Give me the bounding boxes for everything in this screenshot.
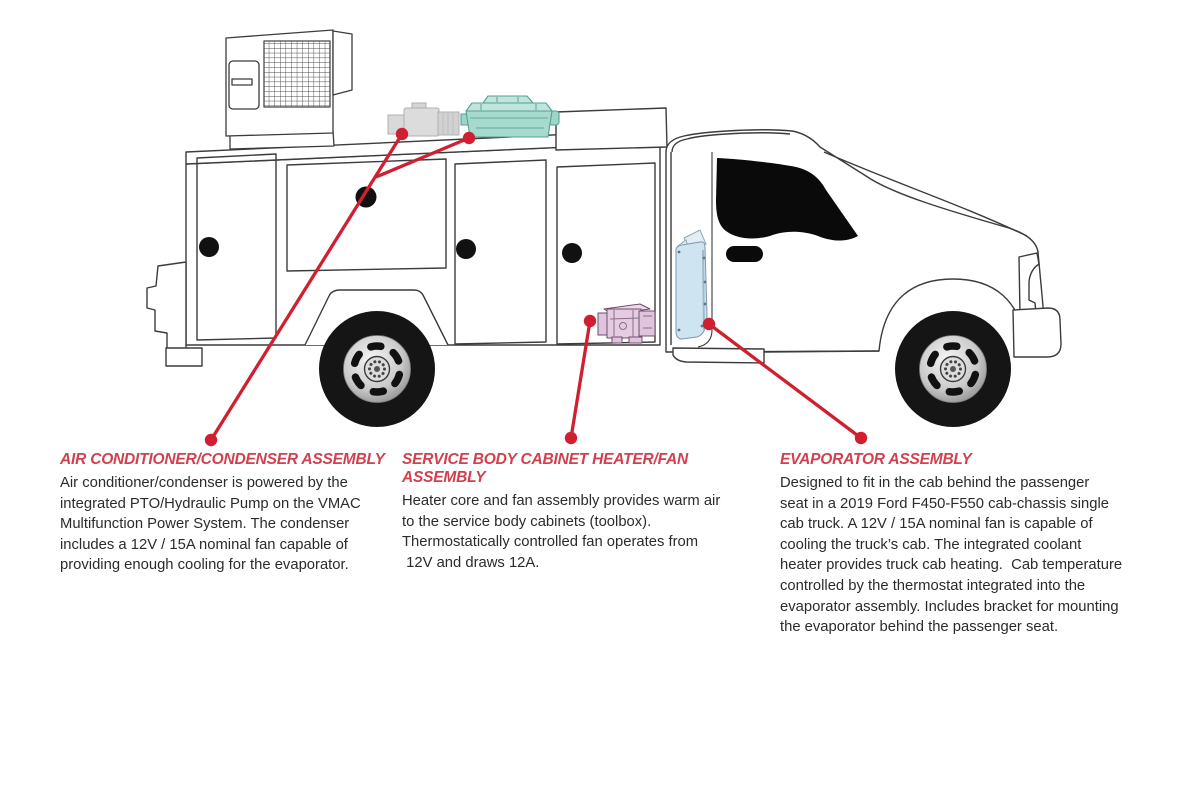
leader-dot: [702, 317, 716, 331]
condenser-grille: [263, 40, 331, 108]
heater-box-right: [638, 310, 656, 337]
cabinet-door-3: [556, 162, 656, 345]
callout-air-conditioner-condenser: AIR CONDITIONER/CONDENSER ASSEMBLY Air c…: [60, 451, 392, 576]
front-wheel: [895, 311, 1011, 427]
callout-title: AIR CONDITIONER/CONDENSER ASSEMBLY: [60, 451, 385, 468]
cab-step: [672, 347, 765, 364]
callout-title: SERVICE BODY CABINET HEATER/FAN ASSEMBLY: [402, 451, 689, 486]
rear-bumper-step: [146, 261, 187, 353]
condenser-panel-slot: [231, 78, 253, 86]
condenser-side-flap: [332, 30, 353, 96]
leader-dot: [204, 433, 218, 447]
leader-dots: [204, 127, 868, 447]
callout-body: Heater core and fan assembly provides wa…: [402, 493, 721, 571]
cab-window: [716, 158, 858, 241]
leader-dot: [462, 131, 476, 145]
underbody-line: [763, 350, 880, 353]
heater-box-main: [606, 308, 642, 339]
door-handle-dot: [456, 239, 476, 259]
leader-dot: [854, 431, 868, 445]
ac-tub: [465, 110, 553, 138]
leader-evaporator: [708, 322, 862, 440]
leader-lines: [209, 133, 862, 441]
leader-ac-main: [209, 133, 404, 441]
callout-evaporator: EVAPORATOR ASSEMBLY Designed to fit in t…: [780, 451, 1168, 638]
service-body: [146, 107, 668, 367]
door-handle-dot: [562, 243, 582, 263]
pump-block-main: [403, 107, 440, 137]
rear-wheel: [319, 311, 435, 427]
cab-door-handle: [726, 246, 763, 262]
leader-dot: [395, 127, 409, 141]
evaporator-highlight: [675, 229, 708, 340]
door-handle-dot: [199, 237, 219, 257]
evaporator-panel: [675, 241, 708, 340]
door-seam: [697, 152, 713, 348]
leader-heater: [569, 320, 592, 439]
leader-dot: [564, 431, 578, 445]
callout-title: EVAPORATOR ASSEMBLY: [780, 451, 972, 468]
cabinet-window-panel: [286, 158, 447, 272]
cabinet-door-2: [454, 159, 547, 345]
rear-lower-step: [165, 347, 203, 367]
condenser-grille-unit: [225, 29, 353, 150]
truck-diagram: [146, 29, 1062, 447]
headlight-trim: [1018, 252, 1040, 316]
hood-fender-line: [823, 151, 1028, 237]
leader-dot: [583, 314, 597, 328]
leader-ac-branch: [375, 136, 470, 179]
front-bumper: [1012, 307, 1062, 358]
callout-body: Air conditioner/condenser is powered by …: [60, 475, 361, 574]
cabinet-heater-highlight: [597, 303, 656, 344]
ac-condenser-assembly-highlight: [460, 95, 560, 138]
roof-storage-box: [555, 107, 668, 151]
ac-lid: [465, 102, 553, 112]
cab-drip-rail: [671, 132, 791, 153]
callout-body: Designed to fit in the cab behind the pa…: [780, 475, 1123, 636]
callout-service-body-cabinet-heater-fan: SERVICE BODY CABINET HEATER/FAN ASSEMBLY…: [402, 451, 764, 573]
cab: [665, 129, 1062, 364]
ac-top-hump: [482, 95, 534, 104]
door-handle-dots: [199, 186, 582, 263]
